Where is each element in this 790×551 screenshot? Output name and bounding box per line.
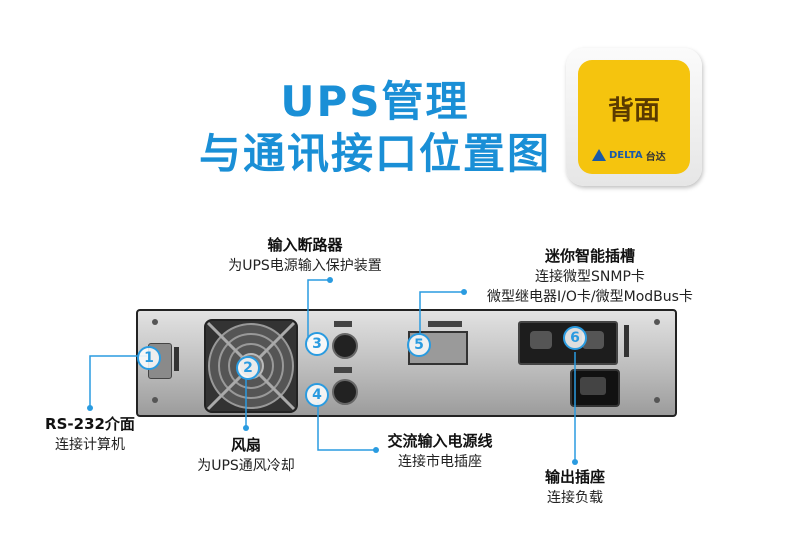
brand-cn-text: 台达 xyxy=(645,151,666,163)
fan-title: 风扇 xyxy=(230,436,261,454)
callout-fan: 风扇 为UPS通风冷却 xyxy=(176,434,316,475)
breaker-desc: 为UPS电源输入保护装置 xyxy=(228,258,382,274)
panel-label xyxy=(624,325,629,357)
screw xyxy=(654,397,660,403)
input-breaker xyxy=(332,333,358,359)
callout-breaker: 输入断路器 为UPS电源输入保护装置 xyxy=(205,234,405,275)
iec-output-socket-inner xyxy=(580,377,606,395)
ac-input-title: 交流输入电源线 xyxy=(387,432,493,450)
output-desc: 连接负载 xyxy=(547,490,603,506)
screw xyxy=(152,397,158,403)
breaker-label xyxy=(334,321,352,327)
marker-3: 3 xyxy=(305,332,329,356)
rs232-title: RS-232介面 xyxy=(45,415,135,433)
brand-text: DELTA xyxy=(609,149,643,161)
marker-4: 4 xyxy=(305,383,329,407)
screw xyxy=(654,319,660,325)
fan-desc: 为UPS通风冷却 xyxy=(197,458,295,474)
fan-grill xyxy=(204,319,298,413)
output-socket xyxy=(530,331,552,349)
title-line1: UPS管理 xyxy=(280,77,470,126)
ac-input-cord xyxy=(332,379,358,405)
marker-5: 5 xyxy=(407,333,431,357)
panel-label xyxy=(174,347,179,371)
rs232-desc: 连接计算机 xyxy=(55,437,125,453)
output-title: 输出插座 xyxy=(544,468,605,486)
marker-2: 2 xyxy=(236,356,260,380)
marker-1: 1 xyxy=(137,346,161,370)
badge-text: 背面 xyxy=(607,96,660,126)
ac-input-desc: 连接市电插座 xyxy=(398,454,482,470)
mini-slot-desc1: 连接微型SNMP卡 xyxy=(535,269,645,285)
rear-badge: 背面 DELTA 台达 xyxy=(566,48,702,186)
breaker-title: 输入断路器 xyxy=(267,236,343,254)
mini-slot-title: 迷你智能插槽 xyxy=(544,247,635,265)
delta-logo: DELTA 台达 xyxy=(592,146,682,164)
callout-output: 输出插座 连接负载 xyxy=(525,466,625,507)
screw xyxy=(152,319,158,325)
ac-input-label xyxy=(334,367,352,373)
title-line2: 与通讯接口位置图 xyxy=(198,129,551,178)
callout-ac-input: 交流输入电源线 连接市电插座 xyxy=(370,430,510,471)
slot-label xyxy=(428,321,462,327)
marker-6: 6 xyxy=(563,326,587,350)
callout-mini-slot: 迷你智能插槽 连接微型SNMP卡 微型继电器I/O卡/微型ModBus卡 xyxy=(460,245,720,306)
mini-slot-desc2: 微型继电器I/O卡/微型ModBus卡 xyxy=(487,289,693,305)
callout-rs232: RS-232介面 连接计算机 xyxy=(20,413,160,454)
output-socket xyxy=(582,331,604,349)
